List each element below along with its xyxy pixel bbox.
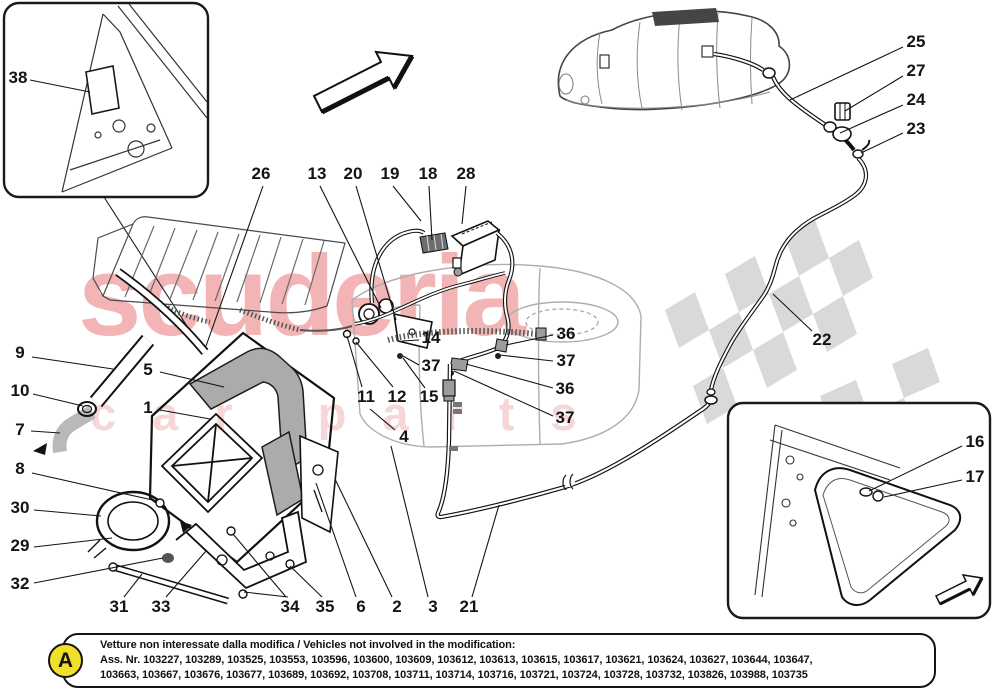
- engine-block-drawing: [92, 216, 353, 333]
- callout-3[interactable]: 3: [428, 597, 438, 616]
- callout-2[interactable]: 2: [392, 597, 402, 616]
- callout-9[interactable]: 9: [15, 343, 25, 362]
- canister-strap-5: [188, 347, 308, 474]
- hose-clamp-36: [449, 357, 469, 372]
- small-arrow-icon: [33, 443, 47, 455]
- callout-32[interactable]: 32: [10, 574, 30, 593]
- callout-23[interactable]: 23: [906, 119, 926, 138]
- callout-13[interactable]: 13: [307, 164, 327, 183]
- callout-35[interactable]: 35: [315, 597, 335, 616]
- note-box: A Vetture non interessate dalla modifica…: [48, 633, 936, 688]
- callout-25[interactable]: 25: [906, 32, 926, 51]
- inset-body-panel-location: [2, 1, 210, 199]
- intake-manifold-drawing: [557, 8, 791, 111]
- callout-37[interactable]: 37: [555, 408, 575, 427]
- tank-hoses: [354, 231, 547, 376]
- callout-4[interactable]: 4: [399, 427, 409, 446]
- callout-36[interactable]: 36: [556, 324, 576, 343]
- callout-1[interactable]: 1: [143, 398, 153, 417]
- callout-6[interactable]: 6: [356, 597, 366, 616]
- hose-clip-27: [834, 102, 851, 121]
- callout-15[interactable]: 15: [419, 387, 439, 406]
- callout-12[interactable]: 12: [387, 387, 407, 406]
- callout-8[interactable]: 8: [15, 459, 25, 478]
- callout-31[interactable]: 31: [109, 597, 129, 616]
- canister-clamp-29: [95, 490, 171, 552]
- direction-arrow-icon: [934, 574, 984, 606]
- callout-37[interactable]: 37: [421, 356, 441, 375]
- callout-11[interactable]: 11: [357, 387, 375, 406]
- callout-33[interactable]: 33: [151, 597, 171, 616]
- callout-28[interactable]: 28: [456, 164, 476, 183]
- note-line-3: 103663, 103667, 103676, 103677, 103689, …: [100, 669, 808, 681]
- callout-leader-lines: [29, 46, 963, 598]
- canister-bracket-2: [299, 434, 339, 534]
- callout-29[interactable]: 29: [10, 536, 30, 555]
- callout-38[interactable]: 38: [8, 68, 28, 87]
- corrugated-hose-14: [387, 327, 538, 343]
- callout-34[interactable]: 34: [280, 597, 300, 616]
- canister-inlet-grid: [160, 412, 264, 514]
- panel-pin-17: [872, 490, 884, 502]
- drain-pipe-21: [435, 363, 718, 520]
- solenoid-box-28: [450, 220, 501, 277]
- charcoal-canister-drawing: [33, 268, 339, 605]
- callout-36[interactable]: 36: [555, 379, 575, 398]
- callout-19[interactable]: 19: [380, 164, 400, 183]
- callout-21[interactable]: 21: [459, 597, 479, 616]
- panel-pin-16: [859, 487, 873, 497]
- callout-20[interactable]: 20: [343, 164, 363, 183]
- vent-elbow-7: [52, 405, 96, 454]
- small-arrow-icon: [180, 521, 192, 533]
- callout-16[interactable]: 16: [965, 432, 985, 451]
- callout-7[interactable]: 7: [15, 420, 25, 439]
- callout-22[interactable]: 22: [812, 330, 832, 349]
- callout-30[interactable]: 30: [10, 498, 30, 517]
- note-line-1: Vetture non interessate dalla modifica /…: [100, 639, 516, 651]
- note-line-2: Ass. Nr. 103227, 103289, 103525, 103553,…: [100, 654, 813, 666]
- direction-arrow-icon: [312, 50, 415, 115]
- inset-panel-location: [726, 401, 992, 620]
- callout-5[interactable]: 5: [143, 360, 153, 379]
- callout-17[interactable]: 17: [965, 467, 985, 486]
- callout-10[interactable]: 10: [10, 381, 30, 400]
- callout-18[interactable]: 18: [418, 164, 438, 183]
- callout-27[interactable]: 27: [906, 61, 926, 80]
- callout-14[interactable]: 14: [421, 328, 441, 347]
- purge-hose-to-manifold: [708, 51, 871, 391]
- hose-clamp-36: [494, 338, 509, 353]
- callout-24[interactable]: 24: [906, 90, 926, 109]
- note-badge-a: A: [48, 643, 83, 678]
- canister-bracket-6: [175, 510, 307, 590]
- callout-26[interactable]: 26: [251, 164, 271, 183]
- callout-37[interactable]: 37: [556, 351, 576, 370]
- grommet-32: [162, 553, 174, 563]
